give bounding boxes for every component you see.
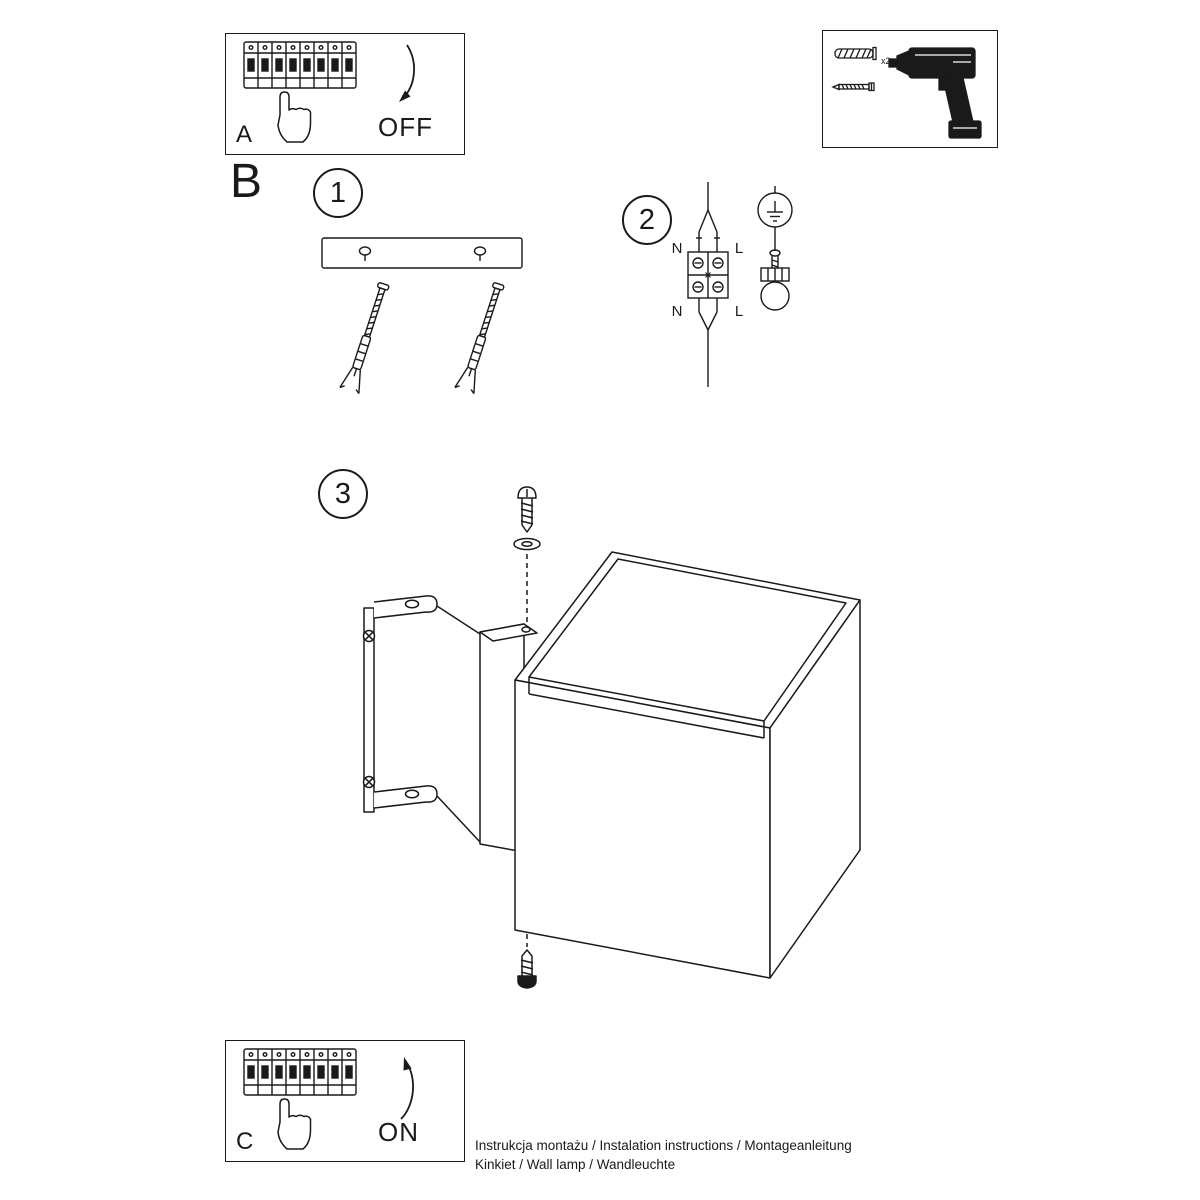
terminal-l-top-label: L — [735, 240, 743, 257]
mounting-plate-diagram — [321, 237, 523, 395]
breaker-and-hand-illustration — [243, 41, 357, 143]
footer-line-1: Instrukcja montażu / Instalation instruc… — [475, 1138, 852, 1153]
on-label: ON — [378, 1117, 419, 1147]
breaker-panel-icon — [243, 1048, 357, 1096]
power-on-panel: ON C — [225, 1040, 465, 1162]
wiring-diagram: N L N L — [672, 182, 793, 387]
supply-cable-icon — [696, 182, 720, 252]
hand-icon — [277, 91, 312, 143]
lamp-assembly-diagram — [362, 486, 861, 989]
off-label: OFF — [378, 112, 433, 142]
wall-anchor-icon — [834, 46, 877, 61]
off-arrow-icon — [399, 44, 415, 102]
wall-bracket-icon — [362, 595, 481, 843]
top-screw-icon — [517, 486, 537, 533]
ground-symbol-icon — [757, 186, 793, 228]
lamp-cube-icon — [514, 551, 861, 979]
terminal-l-bottom-label: L — [735, 303, 743, 320]
step-1-badge: 1 — [313, 168, 363, 218]
footer-line-2: Kinkiet / Wall lamp / Wandleuchte — [475, 1157, 676, 1172]
drill-icon — [888, 47, 982, 139]
panel-c-label: C — [236, 1128, 254, 1155]
anchor-count-label: x2 — [881, 56, 891, 66]
tools-illustration: x2 — [831, 46, 982, 139]
section-b-label: B — [230, 155, 263, 208]
bracket-screw-icon — [362, 629, 376, 643]
output-cable-icon — [698, 298, 718, 387]
step-2-badge: 2 — [622, 195, 672, 245]
bottom-screw-icon — [517, 949, 537, 989]
power-off-panel: OFF A — [225, 33, 465, 155]
on-arrow-icon — [400, 1057, 414, 1120]
footer: Instrukcja montażu / Instalation instruc… — [475, 1136, 852, 1174]
screw-icon — [831, 82, 875, 92]
bracket-screw-icon — [362, 775, 376, 789]
hand-icon — [277, 1098, 312, 1150]
mounting-plate-icon — [321, 237, 523, 269]
terminal-n-top-label: N — [672, 240, 683, 257]
anchor-screw-icon — [339, 282, 390, 395]
terminal-block-icon — [687, 251, 729, 299]
earth-clamp-icon — [760, 227, 790, 311]
breaker-panel-icon — [243, 41, 357, 89]
panel-a-label: A — [236, 121, 253, 148]
anchor-screw-icon — [454, 282, 505, 395]
step-3-badge: 3 — [318, 469, 368, 519]
tools-panel: x2 — [822, 30, 998, 148]
washer-icon — [513, 537, 541, 551]
breaker-and-hand-illustration — [243, 1048, 357, 1150]
terminal-n-bottom-label: N — [672, 303, 683, 320]
